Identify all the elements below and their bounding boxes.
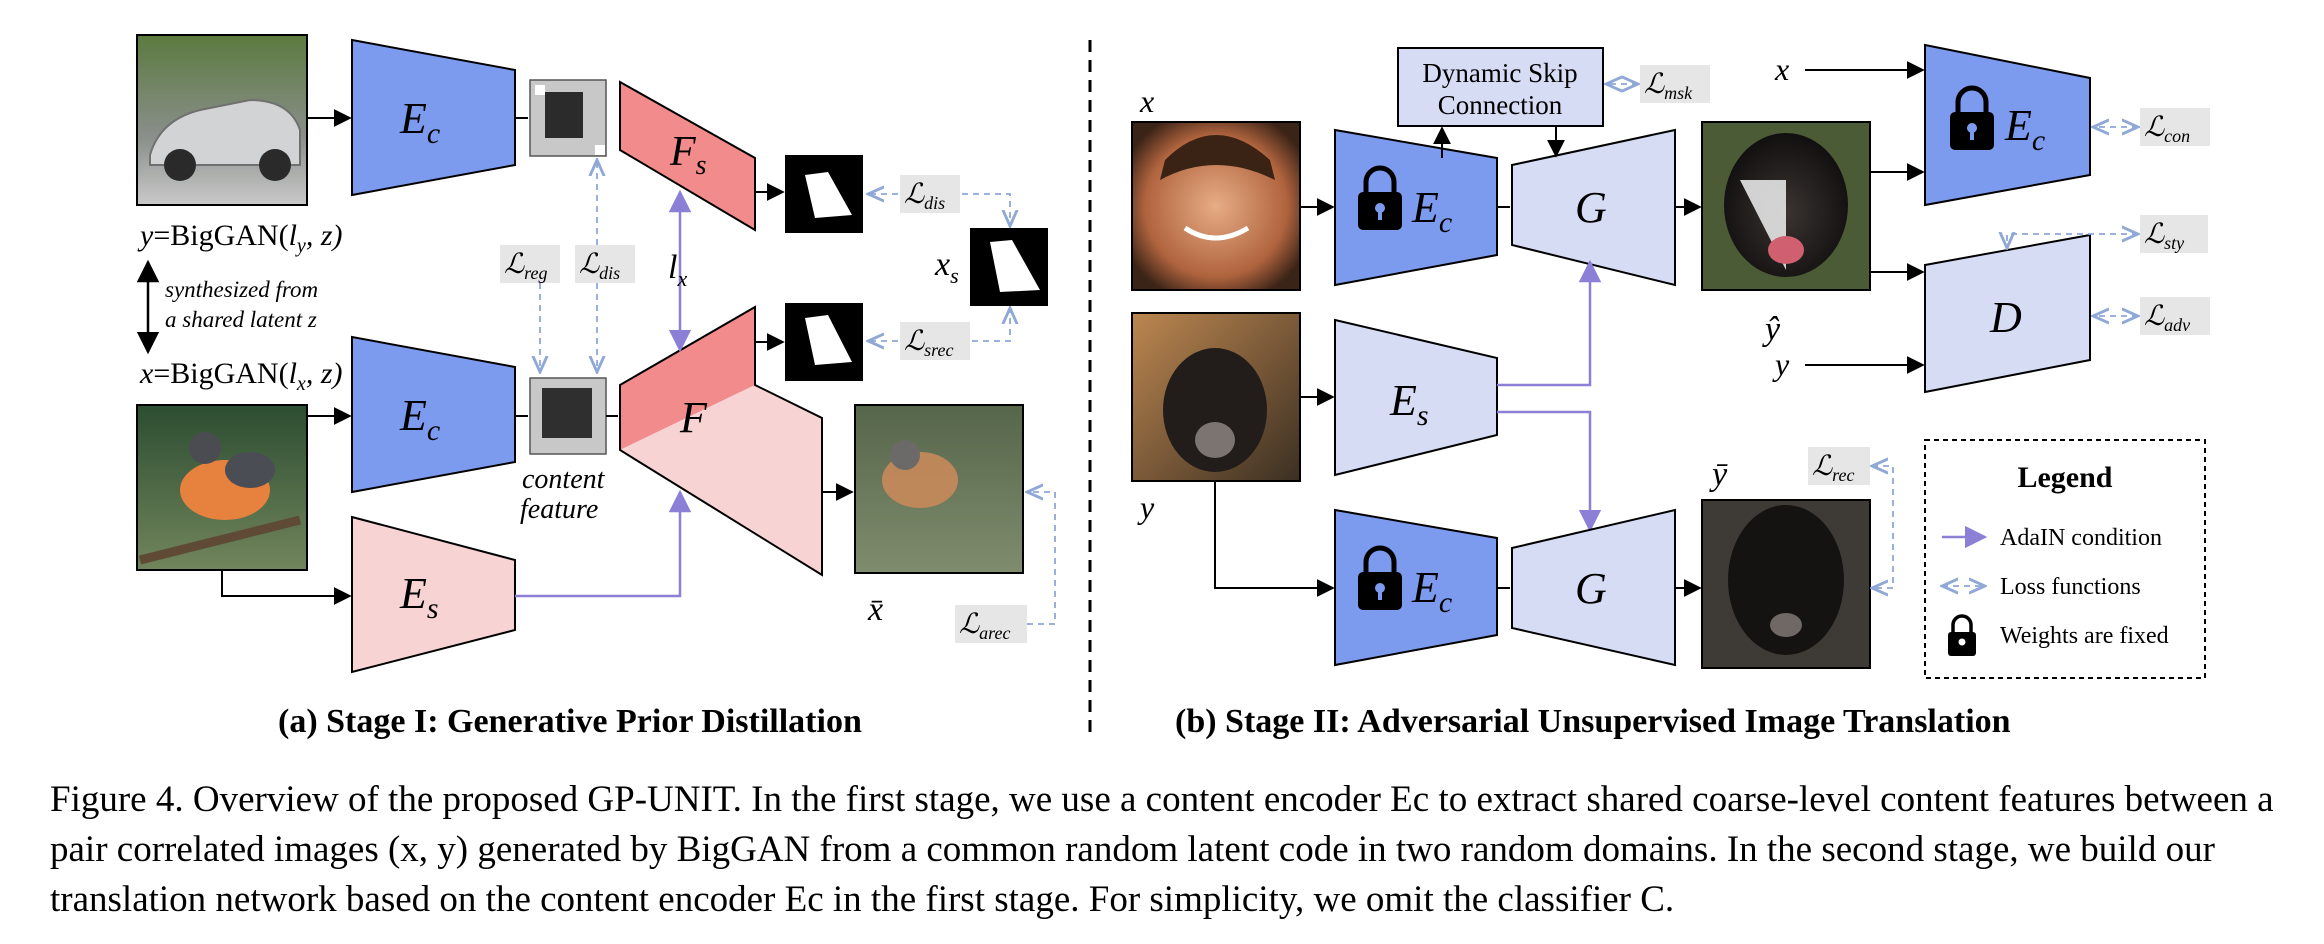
svg-text:ℒsrec: ℒsrec: [904, 326, 954, 360]
mask-bottom: [785, 303, 863, 381]
adain-arrow-es: [515, 489, 692, 598]
svg-text:ℒcon: ℒcon: [2144, 112, 2190, 146]
synth-line-2: a shared latent z: [165, 307, 317, 332]
content-encoder-bottom: [351, 335, 516, 494]
legend-title: Legend: [2017, 461, 2112, 494]
content-label-2: feature: [520, 494, 598, 525]
generator-bottom: [1511, 508, 1676, 667]
g-top-label: G: [1575, 183, 1607, 232]
legend-fixed: Weights are fixed: [2000, 623, 2169, 649]
svg-text:Ec: Ec: [2004, 101, 2045, 157]
yhat-label: ŷ: [1762, 311, 1781, 348]
svg-text:ℒreg: ℒreg: [504, 249, 548, 283]
f-decoder-bottom: [620, 385, 822, 575]
face-image: [1131, 121, 1301, 291]
svg-text:Fs: Fs: [669, 129, 707, 181]
loss-rec: ℒrec: [1808, 447, 1870, 485]
content-feature-top: [529, 79, 607, 157]
reconstructed-dog-image: [1701, 499, 1871, 669]
reconstructed-bird: [854, 404, 1024, 574]
loss-con: ℒcon: [2140, 108, 2210, 146]
lock-icon: [1358, 165, 1402, 230]
loss-dis-mask: ℒdis: [900, 175, 960, 213]
svg-text:Ec: Ec: [399, 94, 440, 150]
f-decoder-top: [620, 307, 755, 450]
content-encoder-top: [351, 38, 516, 197]
s2-x-label: x: [1139, 83, 1154, 119]
style-encoder-stage1: [351, 515, 516, 674]
svg-text:y=BigGAN(ly, z): y=BigGAN(ly, z): [137, 219, 342, 257]
car-image: [136, 34, 308, 206]
svg-text:Ec: Ec: [1411, 563, 1452, 619]
svg-text:Dynamic Skip: Dynamic Skip: [1422, 58, 1577, 88]
g-bottom-label: G: [1575, 564, 1607, 613]
svg-text:x=BigGAN(lx, z): x=BigGAN(lx, z): [139, 357, 342, 395]
s2-y-label: y: [1137, 489, 1155, 525]
dog-y-image: [1131, 312, 1301, 482]
svg-text:ℒadv: ℒadv: [2144, 301, 2190, 335]
legend-adain: AdaIN condition: [2000, 525, 2162, 551]
figure-caption: Figure 4. Overview of the proposed GP-UN…: [50, 779, 2274, 920]
svg-text:Ec: Ec: [1411, 183, 1452, 239]
lock-icon: [1948, 614, 1976, 656]
stage2-title: (b) Stage II: Adversarial Unsupervised I…: [1175, 703, 2011, 740]
ybar-label: ȳ: [1709, 456, 1728, 493]
loss-srec: ℒsrec: [900, 322, 970, 360]
f-label: F: [679, 393, 708, 442]
svg-text:ℒrec: ℒrec: [1812, 451, 1855, 485]
fs-decoder: [619, 80, 756, 232]
lx-label: l: [668, 249, 677, 286]
x-var: x: [139, 357, 154, 390]
svg-text:Es: Es: [399, 569, 439, 625]
content-label-1: content: [522, 464, 606, 495]
svg-text:ℒdis: ℒdis: [579, 249, 620, 283]
svg-text:Connection: Connection: [1438, 90, 1563, 120]
loss-sty: ℒsty: [2140, 215, 2208, 253]
svg-text:Es: Es: [1389, 376, 1429, 432]
content-feature-bottom: [529, 377, 607, 455]
bird-image: [136, 404, 308, 571]
legend-loss: Loss functions: [2000, 574, 2141, 600]
xbar-label: x̄: [867, 591, 883, 628]
loss-dis-content: ℒdis: [575, 245, 635, 283]
lock-icon: [1358, 545, 1402, 610]
translated-dog-image: [1701, 121, 1871, 291]
y-eq: =BigGAN(: [153, 219, 288, 252]
generator-top: [1511, 128, 1676, 287]
mask-top: [785, 155, 863, 233]
loss-msk: ℒmsk: [1640, 65, 1710, 103]
svg-text:ℒdis: ℒdis: [904, 179, 945, 213]
d-y-input: y: [1772, 346, 1790, 382]
xs-label: x: [934, 246, 950, 283]
svg-text:ℒmsk: ℒmsk: [1644, 69, 1693, 103]
svg-text:ℒsty: ℒsty: [2144, 219, 2184, 253]
loss-reg: ℒreg: [500, 245, 560, 283]
svg-text:ℒarec: ℒarec: [959, 609, 1011, 643]
svg-text:lx: lx: [668, 249, 687, 291]
content-encoder-right: [1924, 43, 2091, 207]
dynamic-skip-connection: Dynamic Skip Connection: [1397, 47, 1604, 127]
d-label: D: [1989, 293, 2022, 342]
y-var: y: [137, 219, 154, 252]
loss-arec: ℒarec: [955, 605, 1027, 643]
style-encoder-stage2: [1334, 318, 1498, 477]
loss-adv: ℒadv: [2140, 297, 2210, 335]
stage1-title: (a) Stage I: Generative Prior Distillati…: [278, 703, 862, 740]
svg-text:xs: xs: [934, 246, 959, 288]
ec-x-input: x: [1774, 51, 1789, 87]
svg-text:Ec: Ec: [399, 391, 440, 447]
mask-xs: [970, 228, 1048, 306]
lock-icon: [1950, 85, 1994, 150]
legend: Legend AdaIN condition Loss functions We…: [1924, 439, 2206, 679]
synth-line-1: synthesized from: [165, 277, 318, 302]
